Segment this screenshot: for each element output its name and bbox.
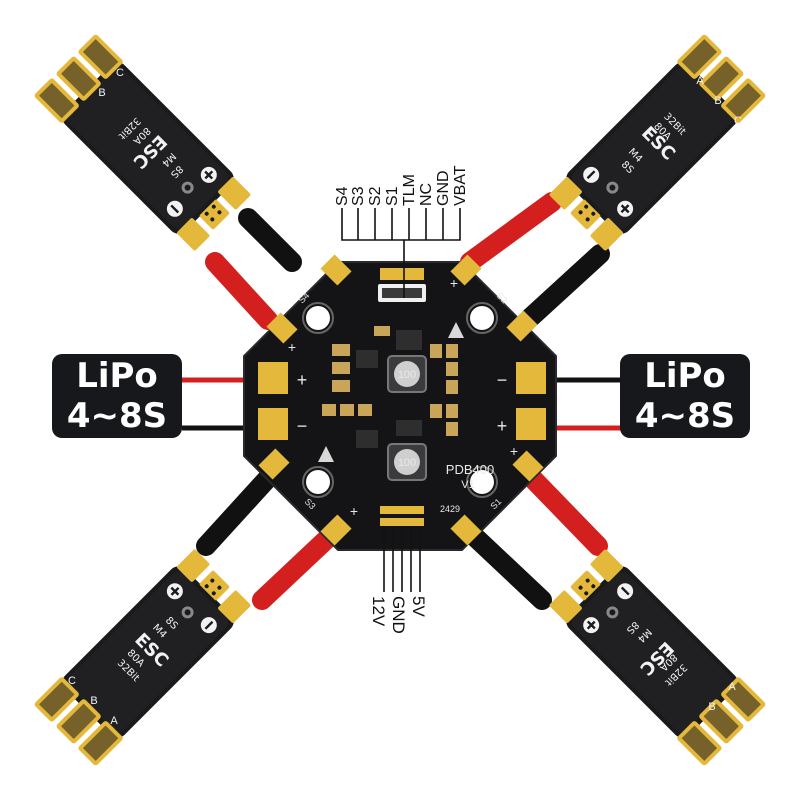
inductor-code-bottom: 100	[398, 457, 416, 469]
bottom-pin-label: 5V	[409, 596, 428, 617]
minus-right: −	[497, 370, 508, 390]
esc-bottom-right: 32Bit 80A ESC M4 8S	[545, 545, 767, 767]
top-pin-label: GND	[435, 170, 452, 206]
top-pin-label: TLM	[401, 174, 418, 206]
lipo-left-type: LiPo	[76, 356, 158, 396]
esc-phase-letters: A B C C B C B A A B	[68, 67, 742, 727]
top-pin-label: S4	[334, 186, 351, 206]
phase-label: B	[714, 95, 721, 107]
inductor-code-top: 100	[398, 369, 416, 381]
lipo-right-cells: 4~8S	[634, 396, 736, 436]
plus-esc-br: +	[510, 443, 518, 459]
bottom-pinout-lines	[383, 526, 421, 592]
plus-esc-bl: +	[350, 503, 358, 519]
phase-label: C	[116, 67, 124, 79]
phase-label: A	[728, 681, 736, 693]
lipo-badge-left: LiPo 4~8S	[52, 354, 182, 438]
lipo-left-cells: 4~8S	[66, 396, 168, 436]
top-pin-label: NC	[418, 183, 435, 206]
phase-label: C	[734, 115, 742, 127]
esc-top-left: 32Bit 80A ESC M4 8S	[33, 33, 255, 255]
bottom-pin-label: 12V	[369, 596, 388, 627]
plus-esc-tl: +	[288, 339, 296, 355]
top-pin-label: VBAT	[452, 165, 469, 206]
phase-label: B	[98, 87, 105, 99]
board-date-code: 2429	[440, 504, 460, 514]
pdb-board	[243, 254, 557, 551]
minus-left: −	[297, 416, 308, 436]
top-pinout-lines	[341, 208, 461, 298]
phase-label: A	[696, 75, 704, 87]
board-version: V1	[461, 479, 474, 491]
lipo-badge-right: LiPo 4~8S	[620, 354, 750, 438]
top-pin-label: S3	[350, 186, 367, 206]
bottom-pin-label: GND	[389, 596, 408, 634]
phase-label: C	[68, 675, 76, 687]
plus-right: +	[497, 416, 508, 436]
phase-label: B	[90, 695, 97, 707]
phase-label: B	[708, 701, 715, 713]
plus-left: +	[297, 370, 308, 390]
lipo-right-type: LiPo	[644, 356, 726, 396]
board-model: PDB400	[446, 462, 494, 477]
top-pin-label: S2	[367, 186, 384, 206]
plus-esc-tr: +	[450, 275, 458, 291]
esc-top-right: 32Bit 80A ESC M4 8S	[545, 33, 767, 255]
esc-bottom-left: 32Bit 80A ESC M4 8S	[33, 545, 255, 767]
phase-label: A	[110, 715, 118, 727]
top-pin-label: S1	[384, 186, 401, 206]
